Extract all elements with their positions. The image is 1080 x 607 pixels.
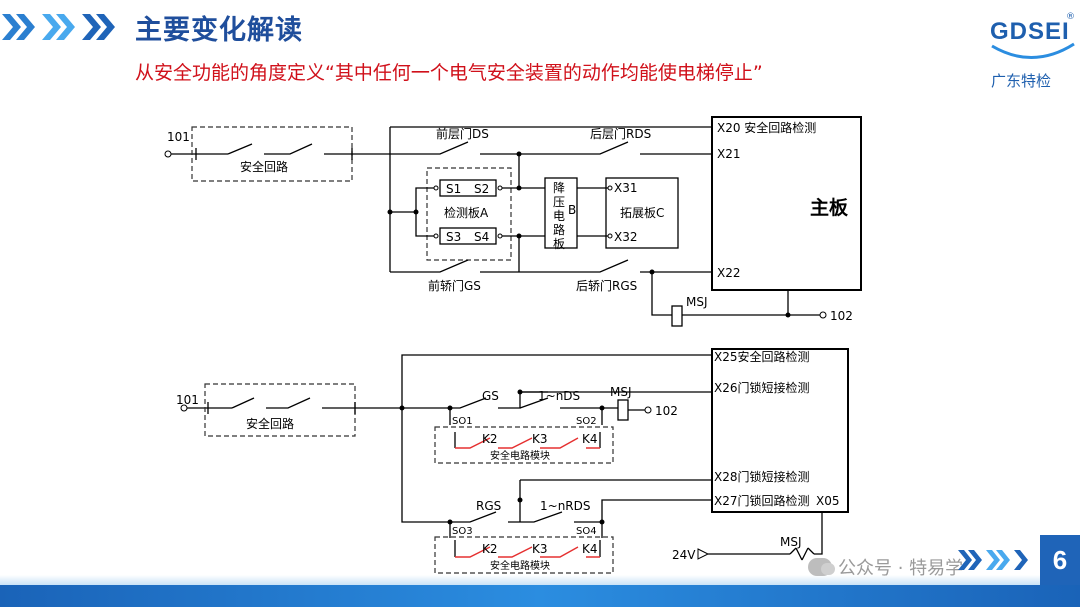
door-1n-ds-label: 1~nDS [538,389,580,403]
x20-label: X20 安全回路检测 [717,120,816,135]
step-down-board-b [544,177,578,249]
page-title: 主要变化解读 [135,15,303,46]
rear-landing-door-label: 后层门RDS [590,126,651,141]
main-board [711,116,862,291]
s1-label: S1 [446,182,461,196]
msj-label-24v: MSJ [780,535,802,549]
safety-module-top [434,426,614,464]
so3-label: SO3 [452,526,473,537]
k4-top-label: K4 [582,432,598,446]
logo-brand: GDSEI [990,18,1070,45]
so2-label: SO2 [576,416,597,427]
diagram-1: 101 安全回路 前层门DS 后层门RDS S1 S2 S3 S4 检测板A [164,116,862,327]
main-board-2 [711,348,849,513]
k4-bottom-label: K4 [582,542,598,556]
s2-label: S2 [474,182,489,196]
b-char-1: 降 [553,181,565,195]
s4-label: S4 [474,230,489,244]
x27-label: X27门锁回路检测 [714,493,810,508]
s3-label: S3 [446,230,461,244]
b-char-5: 板 [553,237,565,251]
header-chevrons-icon [2,14,115,40]
front-car-door-label: 前轿门GS [428,278,481,293]
b-char-2: 压 [553,195,565,209]
rgs-label: RGS [476,499,501,513]
logo-name: 广东特检 [991,72,1052,90]
page-number: 6 [1040,535,1080,585]
detection-board-a [426,167,512,261]
circuit-diagrams: .w { stroke:#000; stroke-width:1.3; fill… [164,116,862,574]
label-102-top: 102 [830,309,853,323]
logo-registered: ® [1066,12,1075,22]
x05-label: X05 [816,494,840,508]
so4-label: SO4 [576,526,597,537]
diagram-2: 101 安全回路 GS 1~nDS MSJ 102 SO1 SO2 [176,348,849,574]
ext-board-label: 拓展板C [620,206,664,220]
footer-chevrons-icon [958,550,1028,570]
safety-circuit-label-top: 安全回路 [240,159,288,174]
msj-label-bottom: MSJ [610,385,632,399]
door-1n-rds-label: 1~nRDS [540,499,591,513]
msj-label-top: MSJ [686,295,708,309]
terminal-101-top [164,150,172,158]
gs-label: GS [482,389,499,403]
so1-label: SO1 [452,416,473,427]
board-a-label: 检测板A [444,205,489,220]
module-label-top: 安全电路模块 [490,449,550,462]
msj-relay-bottom [617,399,629,421]
x31-label: X31 [614,181,638,195]
x21-label: X21 [717,147,741,161]
label-101-top: 101 [167,130,190,144]
footer-bar [0,585,1080,607]
label-101-bottom: 101 [176,393,199,407]
x25-label: X25安全回路检测 [714,349,810,364]
x28-label: X28门锁短接检测 [714,469,810,484]
v24-label: 24V [672,548,696,562]
safety-circuit-label-bottom: 安全回路 [246,416,294,431]
msj-relay-top [671,305,683,327]
safety-module-bottom [434,536,614,574]
b-label: B [568,203,576,217]
watermark: 公众号 · 特易学 [808,554,963,580]
x22-label: X22 [717,266,741,280]
x26-label: X26门锁短接检测 [714,380,810,395]
page-subtitle: 从安全功能的角度定义“其中任何一个电气安全装置的动作均能使电梯停止” [135,62,763,84]
main-board-label: 主板 [810,196,849,219]
k2-top-label: K2 [482,432,498,446]
k3-bottom-label: K3 [532,542,548,556]
footer-fade [0,575,1080,585]
b-char-3: 电 [553,209,565,223]
v24-arrow-icon [697,548,710,560]
k2-bottom-label: K2 [482,542,498,556]
watermark-text: 公众号 · 特易学 [838,558,964,579]
k3-top-label: K3 [532,432,548,446]
wechat-icon [808,558,835,576]
x32-label: X32 [614,230,638,244]
slide-header: 主要变化解读 从安全功能的角度定义“其中任何一个电气安全装置的动作均能使电梯停止… [0,0,1080,100]
front-landing-door-label: 前层门DS [436,126,489,141]
label-102-bottom: 102 [655,404,678,418]
extension-board-c [605,177,679,249]
module-label-bottom: 安全电路模块 [490,559,550,572]
rear-car-door-label: 后轿门RGS [576,278,637,293]
logo-swoosh-icon [991,42,1075,59]
b-char-4: 路 [553,222,565,237]
